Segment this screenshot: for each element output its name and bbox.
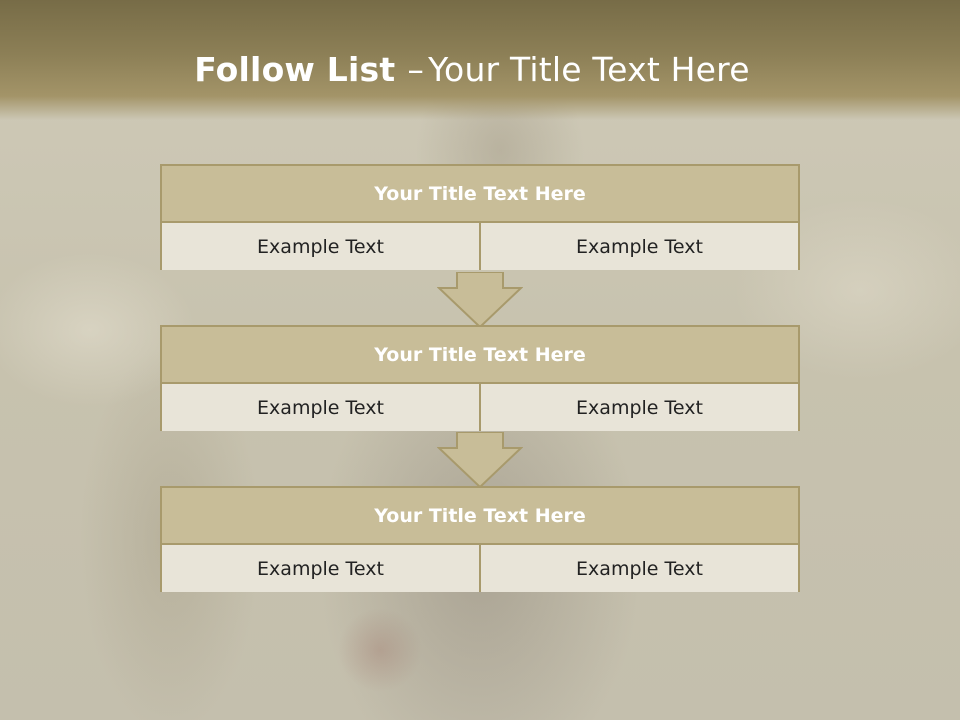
group-title: Your Title Text Here <box>162 488 798 545</box>
title-separator: – <box>407 50 425 89</box>
list-group-2: Your Title Text Here Example Text Exampl… <box>160 325 800 431</box>
group-cell-right: Example Text <box>479 384 798 431</box>
list-group-3: Your Title Text Here Example Text Exampl… <box>160 486 800 592</box>
group-cell-left: Example Text <box>162 384 479 431</box>
group-cell-left: Example Text <box>162 223 479 270</box>
list-group-1: Your Title Text Here Example Text Exampl… <box>160 164 800 270</box>
title-band <box>0 0 960 120</box>
group-title: Your Title Text Here <box>162 166 798 223</box>
group-cell-right: Example Text <box>479 223 798 270</box>
title-bold: Follow List <box>194 50 396 89</box>
down-arrow-icon <box>437 272 523 328</box>
group-row: Example Text Example Text <box>162 223 798 270</box>
group-title: Your Title Text Here <box>162 327 798 384</box>
group-row: Example Text Example Text <box>162 545 798 592</box>
group-cell-right: Example Text <box>479 545 798 592</box>
group-row: Example Text Example Text <box>162 384 798 431</box>
page-title: Follow List–Your Title Text Here <box>0 50 944 89</box>
group-cell-left: Example Text <box>162 545 479 592</box>
down-arrow-icon <box>437 432 523 488</box>
title-rest: Your Title Text Here <box>428 50 750 89</box>
